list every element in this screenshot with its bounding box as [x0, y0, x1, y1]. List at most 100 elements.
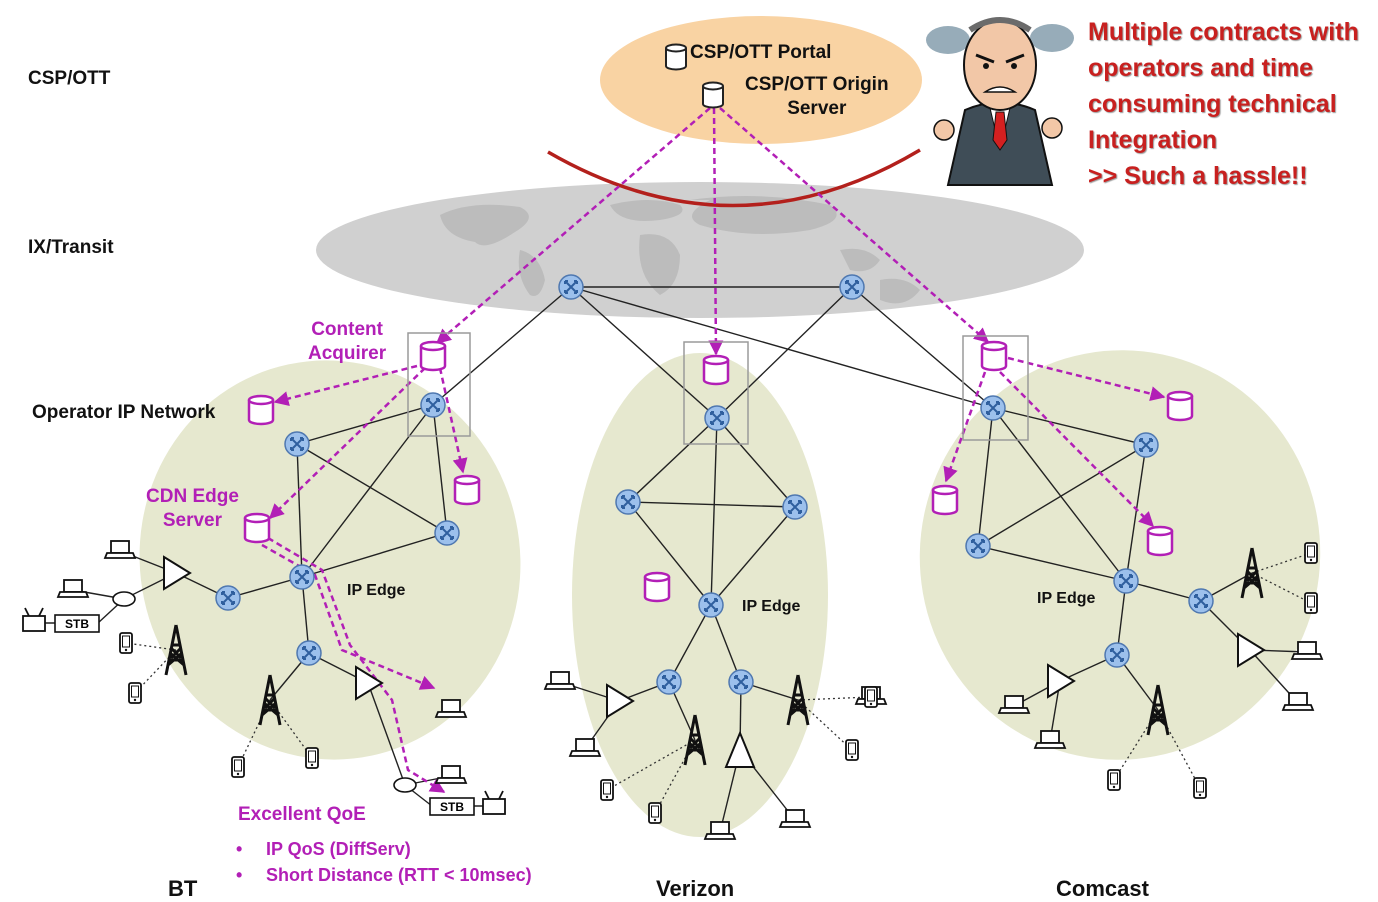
operator-name-comcast: Comcast: [1056, 876, 1149, 901]
qoe-title: Excellent QoE: [238, 804, 366, 825]
qoe-item-text: Short Distance (RTT < 10msec): [266, 865, 532, 885]
router-icon: [296, 640, 322, 666]
tier-label-ix-transit: IX/Transit: [28, 237, 114, 258]
router-icon: [1188, 588, 1214, 614]
content-acquirer-label: Content Acquirer: [308, 318, 386, 366]
laptop-icon: [779, 809, 811, 828]
router-icon: [839, 274, 865, 300]
csp-origin-label-line1: CSP/OTT Origin: [745, 74, 889, 95]
operator-name-bt: BT: [168, 876, 198, 901]
angry-man-illustration: [926, 17, 1074, 186]
cdn-server-icon: [1166, 390, 1194, 422]
phone-icon: [600, 779, 614, 801]
laptop-icon: [569, 738, 601, 757]
cdn-edge-line1: CDN Edge: [146, 486, 239, 507]
complaint-line: consuming technical: [1088, 90, 1337, 118]
phone-icon: [648, 802, 662, 824]
router-icon: [434, 520, 460, 546]
contract-divider-curve: [547, 148, 921, 208]
csp-origin-server-icon: [702, 81, 724, 109]
verizon-network-ellipse: [572, 353, 828, 837]
router-icon: [289, 564, 315, 590]
comcast-network-ellipse: [919, 350, 1321, 760]
laptop-icon: [57, 579, 89, 598]
router-icon: [284, 431, 310, 457]
laptop-icon: [1282, 692, 1314, 711]
operator-name-verizon: Verizon: [656, 876, 735, 901]
csp-portal-server-icon: [665, 43, 687, 71]
phone-icon: [305, 747, 319, 769]
cdn-server-icon: [419, 340, 447, 372]
stb-label: STB: [440, 800, 464, 814]
qoe-item: • IP QoS (DiffServ): [236, 836, 532, 862]
complaint-line: >> Such a hassle!!: [1088, 162, 1308, 190]
qoe-list: • IP QoS (DiffServ) • Short Distance (RTT …: [236, 836, 532, 888]
stb-box: [54, 614, 100, 633]
phone-icon: [1107, 769, 1121, 791]
phone-icon: [119, 632, 133, 654]
phone-icon: [845, 739, 859, 761]
phone-icon: [1193, 777, 1207, 799]
tier-label-operator-network: Operator IP Network: [32, 402, 216, 423]
stb-label: STB: [65, 617, 89, 631]
cdn-server-icon: [980, 340, 1008, 372]
phone-icon: [1304, 542, 1318, 564]
router-icon: [704, 405, 730, 431]
phone-icon: [128, 682, 142, 704]
splitter-icon: [112, 591, 136, 607]
cdn-server-icon: [453, 474, 481, 506]
router-icon: [656, 669, 682, 695]
content-acquirer-line1: Content: [311, 319, 383, 340]
complaint-line: operators and time: [1088, 54, 1314, 82]
csp-portal-label: CSP/OTT Portal: [690, 42, 832, 63]
router-icon: [215, 585, 241, 611]
content-distribution-arrows: [261, 107, 1166, 794]
complaint-line: Multiple contracts with: [1088, 18, 1359, 46]
ip-edge-label-bt: IP Edge: [347, 582, 406, 599]
cdn-server-icon: [643, 571, 671, 603]
qoe-bullet: •: [236, 865, 243, 885]
complaint-line: Integration: [1088, 126, 1218, 154]
end-devices: [22, 540, 1323, 840]
cdn-edge-server-label: CDN Edge Server: [146, 485, 239, 533]
phone-icon: [231, 756, 245, 778]
tv-icon: [22, 607, 46, 632]
router-icon: [1104, 642, 1130, 668]
wireless-links: [125, 552, 1312, 814]
stb-box: [429, 797, 475, 816]
laptop-icon: [544, 671, 576, 690]
tv-icon: [482, 790, 506, 815]
laptop-icon: [435, 765, 467, 784]
cdn-edge-line2: Server: [162, 510, 223, 531]
router-icon: [1113, 568, 1139, 594]
phone-icon: [1304, 592, 1318, 614]
cdn-server-icon: [931, 484, 959, 516]
cdn-server-icon: [702, 354, 730, 386]
router-icon: [698, 592, 724, 618]
router-icon: [558, 274, 584, 300]
bt-network-ellipse: [139, 360, 521, 760]
router-icon: [782, 494, 808, 520]
phone-icon: [864, 686, 878, 708]
content-acquirer-line2: Acquirer: [308, 343, 387, 364]
acquirer-boxes: [407, 332, 1029, 445]
ip-edge-label-verizon: IP Edge: [742, 598, 801, 615]
router-icon: [965, 533, 991, 559]
router-icon: [420, 392, 446, 418]
ip-edge-label-comcast: IP Edge: [1037, 590, 1096, 607]
csp-origin-label: CSP/OTT Origin Server: [745, 73, 889, 121]
complaint-text: Multiple contracts with operators and ti…: [1088, 14, 1359, 194]
router-icon: [615, 489, 641, 515]
router-icon: [728, 669, 754, 695]
splitter-icon: [393, 777, 417, 793]
laptop-icon: [104, 540, 136, 559]
cdn-server-icon: [247, 394, 275, 426]
router-icon: [980, 395, 1006, 421]
router-icon: [1133, 432, 1159, 458]
cdn-server-icon: [243, 512, 271, 544]
amplifier-icon: [724, 730, 756, 768]
qoe-bullet: •: [236, 839, 243, 859]
qoe-item-text: IP QoS (DiffServ): [266, 839, 411, 859]
qoe-item: • Short Distance (RTT < 10msec): [236, 862, 532, 888]
